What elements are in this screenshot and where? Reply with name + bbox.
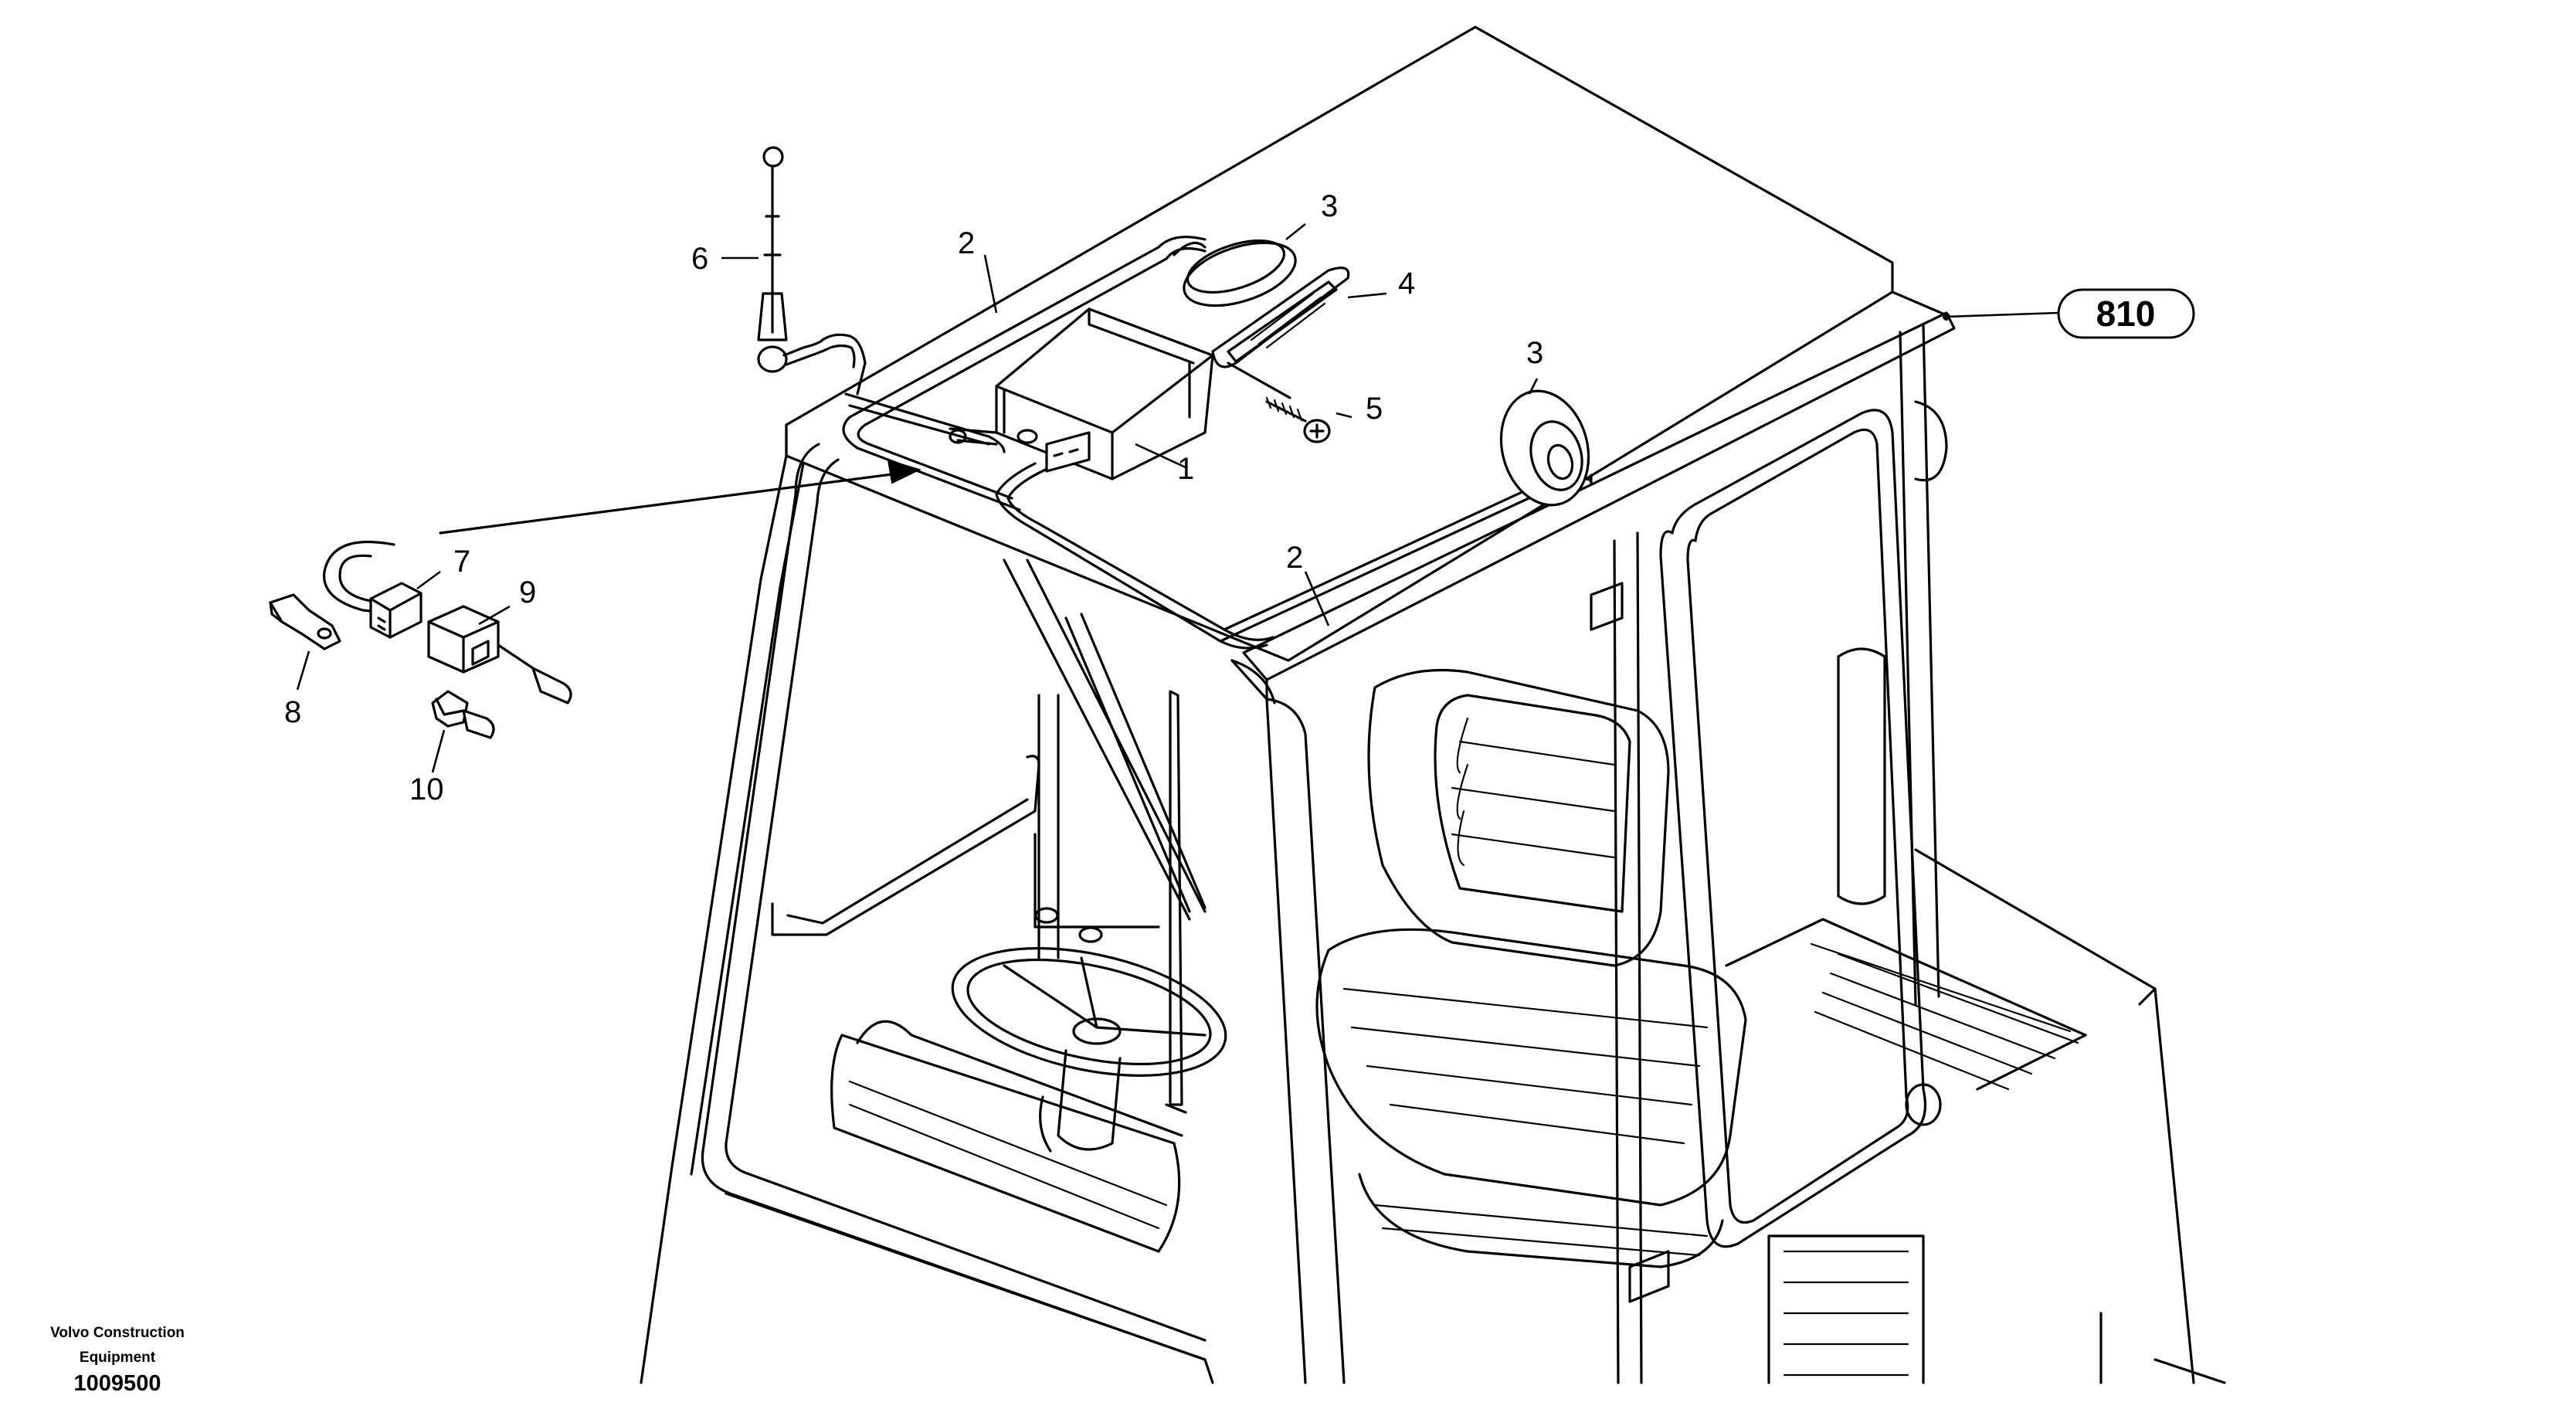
speaker-left (1173, 239, 1297, 307)
connector-parts (269, 541, 572, 739)
callout-10: 10 (409, 772, 444, 806)
callout-6: 6 (691, 242, 708, 276)
speaker-grille (1211, 267, 1350, 368)
callout-4: 4 (1398, 267, 1415, 300)
radio-unit (949, 307, 1214, 480)
speaker-right (1499, 389, 1590, 507)
callout-9: 9 (519, 575, 536, 609)
callout-5: 5 (1366, 392, 1383, 426)
leader-lines (296, 222, 2059, 773)
section-badge-text: 810 (2096, 294, 2156, 334)
callout-labels: 1 2 2 3 3 4 5 6 7 8 9 10 (284, 189, 1543, 806)
footer: Volvo Construction Equipment 1009500 (50, 1325, 185, 1396)
callout-8: 8 (284, 695, 301, 729)
detail-arrow (439, 459, 921, 535)
screw (1227, 362, 1331, 443)
callout-7: 7 (453, 545, 470, 579)
cab-structure (640, 25, 2226, 1384)
callout-1: 1 (1177, 452, 1194, 486)
footer-drawing-number: 1009500 (74, 1371, 161, 1396)
footer-company-line1: Volvo Construction (50, 1325, 185, 1341)
callout-2-upper: 2 (958, 226, 975, 260)
footer-company-line2: Equipment (80, 1350, 156, 1366)
section-badge: 810 (2057, 288, 2195, 339)
callout-2-lower: 2 (1286, 541, 1303, 575)
antenna (757, 146, 867, 396)
callout-3-lower: 3 (1526, 336, 1543, 370)
callout-3-upper: 3 (1321, 189, 1338, 223)
wiring-harness (842, 236, 1593, 650)
